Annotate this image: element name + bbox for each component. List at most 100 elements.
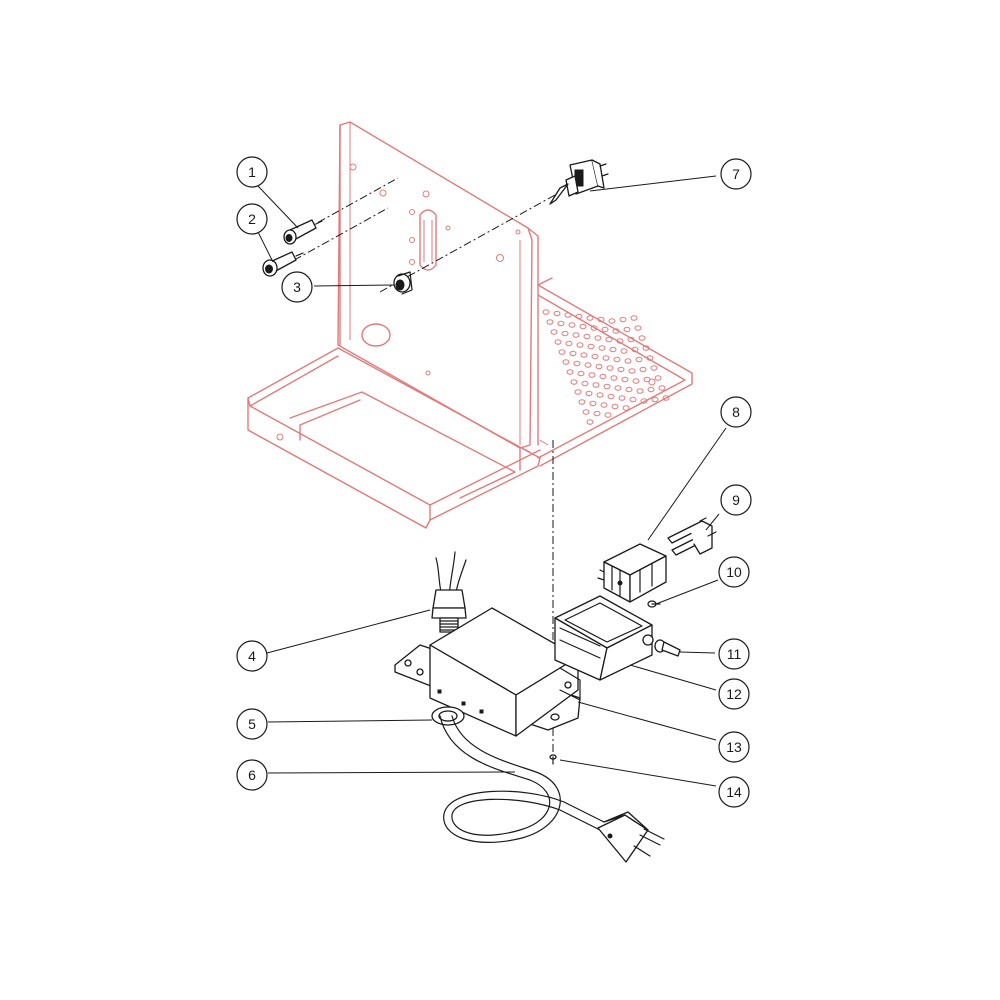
shelf-perforations <box>542 309 670 425</box>
part-10-screw <box>647 600 661 608</box>
callout-3: 3 <box>281 271 313 303</box>
perforation-hole <box>588 372 596 378</box>
perforation-hole <box>601 326 609 333</box>
part-12-housing <box>554 595 654 681</box>
perforation-hole <box>606 365 614 371</box>
perforation-hole <box>561 330 569 337</box>
perforation-hole <box>632 378 640 384</box>
perforation-hole <box>586 315 594 321</box>
svg-text:14: 14 <box>726 784 742 800</box>
chassis-frame <box>247 121 693 529</box>
perforation-hole <box>614 385 622 391</box>
perforation-hole <box>564 312 572 318</box>
part-13-enclosure <box>394 607 581 737</box>
perforation-hole <box>616 338 624 344</box>
perforation-hole <box>574 389 582 395</box>
perforation-hole <box>631 346 639 353</box>
part-4-strain-relief <box>431 551 467 633</box>
perforation-hole <box>586 419 594 425</box>
perforation-hole <box>619 316 627 323</box>
perforation-hole <box>623 326 631 333</box>
callouts: 1 2 3 4 5 6 7 8 <box>236 156 752 808</box>
part-1-fuse-holder <box>283 219 323 245</box>
callout-14: 14 <box>718 776 750 808</box>
perforation-hole <box>636 388 644 394</box>
perforation-hole <box>609 346 617 353</box>
perforation-hole <box>580 352 588 358</box>
perforation-hole <box>608 318 616 324</box>
svg-text:2: 2 <box>248 211 256 227</box>
perforation-hole <box>573 360 581 367</box>
perforation-hole <box>591 353 599 360</box>
perforation-hole <box>629 396 637 403</box>
callout-5: 5 <box>236 708 268 740</box>
perforation-hole <box>584 362 592 368</box>
perforation-hole <box>651 396 659 403</box>
callout-7: 7 <box>720 158 752 190</box>
callout-6: 6 <box>236 759 268 791</box>
perforation-hole <box>593 410 601 417</box>
perforation-hole <box>599 373 607 380</box>
callout-10: 10 <box>718 556 750 588</box>
callout-11: 11 <box>718 638 750 670</box>
perforation-hole <box>650 365 658 371</box>
perforation-hole <box>620 348 628 354</box>
svg-text:8: 8 <box>732 404 740 420</box>
perforation-hole <box>557 320 565 327</box>
callout-13: 13 <box>718 731 750 763</box>
perforation-hole <box>628 368 636 374</box>
perforation-hole <box>613 356 621 363</box>
perforation-hole <box>553 310 561 317</box>
perforation-hole <box>542 309 550 315</box>
perforation-hole <box>598 345 606 351</box>
part-5-grommet <box>431 706 465 726</box>
perforation-hole <box>654 375 662 381</box>
perforation-hole <box>618 395 626 401</box>
perforation-hole <box>662 395 670 401</box>
perforation-hole <box>578 399 586 405</box>
perforation-hole <box>646 355 654 361</box>
part-9-terminals <box>667 517 717 556</box>
perforation-hole <box>638 335 646 341</box>
perforation-hole <box>604 412 612 418</box>
perforation-hole <box>610 375 618 381</box>
callout-4: 4 <box>236 640 268 672</box>
perforation-hole <box>581 380 589 387</box>
svg-text:6: 6 <box>248 767 256 783</box>
svg-text:9: 9 <box>732 492 740 508</box>
perforation-hole <box>635 356 643 363</box>
perforation-hole <box>592 382 600 388</box>
perforation-hole <box>568 322 576 328</box>
perforation-hole <box>647 386 655 393</box>
part-2-fuse-holder <box>262 251 304 277</box>
perforation-hole <box>605 336 613 343</box>
perforation-hole <box>558 349 566 355</box>
perforation-hole <box>546 319 554 325</box>
perforation-hole <box>550 329 558 335</box>
perforation-hole <box>566 369 574 375</box>
callout-1: 1 <box>236 156 268 188</box>
perforation-hole <box>617 366 625 373</box>
svg-text:10: 10 <box>726 564 742 580</box>
svg-text:5: 5 <box>248 716 256 732</box>
svg-text:4: 4 <box>248 648 256 664</box>
perforation-hole <box>642 345 650 351</box>
part-6-power-cord <box>439 715 665 863</box>
svg-text:3: 3 <box>293 279 301 295</box>
callout-2: 2 <box>236 203 268 235</box>
perforation-hole <box>554 339 562 345</box>
perforation-hole <box>585 390 593 397</box>
perforation-hole <box>634 325 642 331</box>
perforation-hole <box>565 340 573 347</box>
perforation-hole <box>582 409 590 415</box>
part-14-screw <box>549 754 557 765</box>
svg-text:12: 12 <box>726 686 742 702</box>
perforation-hole <box>597 316 605 323</box>
perforation-hole <box>658 385 666 391</box>
perforation-hole <box>575 313 583 320</box>
perforation-hole <box>640 398 648 404</box>
perforation-hole <box>583 333 591 340</box>
part-8-relay <box>597 543 667 603</box>
perforation-hole <box>589 400 597 407</box>
